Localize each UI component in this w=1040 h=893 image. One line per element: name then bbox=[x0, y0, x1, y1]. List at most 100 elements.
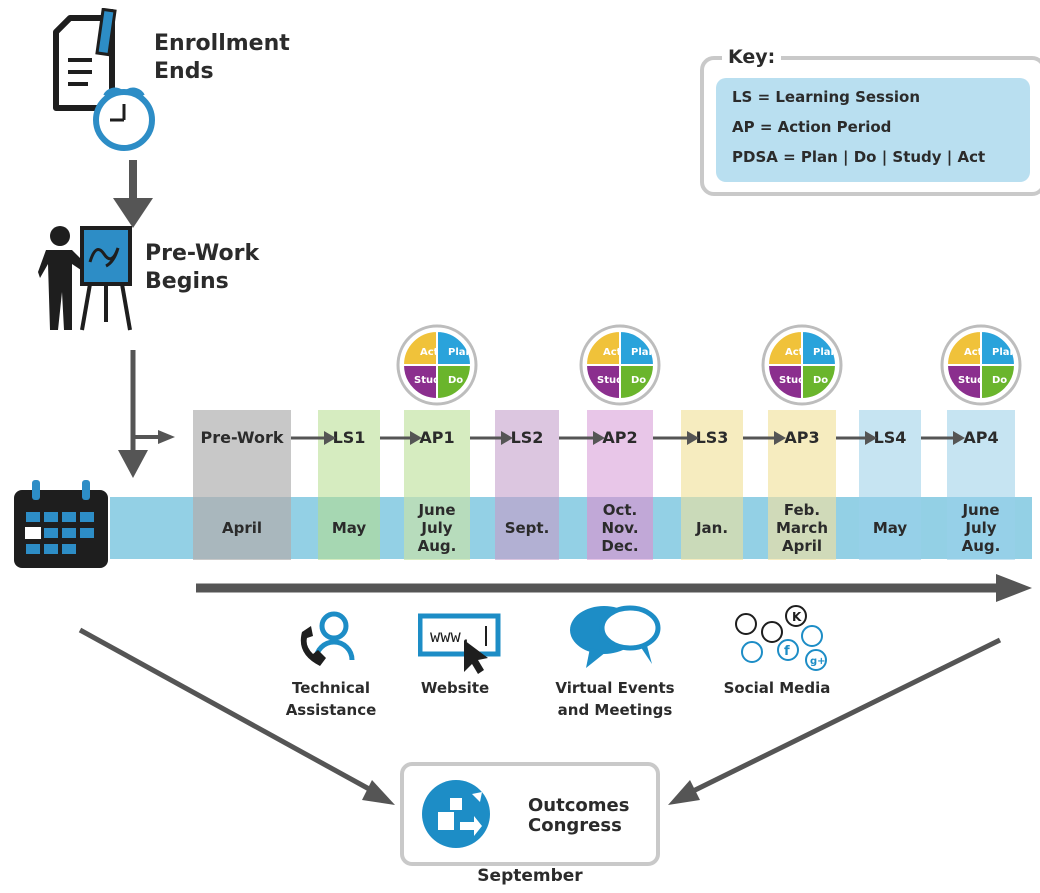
pdsa-plan-label: Plan bbox=[631, 347, 656, 358]
svg-text:K: K bbox=[792, 610, 802, 624]
timeline-months: June July Aug. bbox=[961, 501, 1001, 555]
legend-key: Key: LS = Learning Session AP = Action P… bbox=[700, 46, 1040, 196]
timeline-stage-label: LS3 bbox=[695, 428, 729, 447]
pdsa-study-label: Study bbox=[958, 375, 991, 386]
website-label: Website bbox=[420, 679, 490, 697]
pdsa-study-segment bbox=[401, 364, 438, 401]
stage-connector-arrowhead bbox=[865, 431, 877, 445]
pdsa-study-label: Study bbox=[597, 375, 630, 386]
timeline-stage-label: AP3 bbox=[784, 428, 820, 447]
outcomes-flow-icon bbox=[422, 780, 490, 848]
timeline-months: Sept. bbox=[504, 519, 550, 537]
pdsa-act-segment bbox=[584, 329, 621, 366]
pdsa-plan-label: Plan bbox=[992, 347, 1017, 358]
pdsa-plan-label: Plan bbox=[813, 347, 838, 358]
pdsa-do-segment bbox=[619, 364, 656, 401]
svg-text:f: f bbox=[784, 644, 790, 659]
pdsa-study-segment bbox=[945, 364, 982, 401]
timeline-month-cell bbox=[318, 497, 380, 559]
prework-begins-title: Pre-Work Begins bbox=[145, 241, 260, 294]
pdsa-act-segment bbox=[766, 329, 803, 366]
timeline-months: April bbox=[221, 519, 263, 537]
pdsa-study-label: Study bbox=[779, 375, 812, 386]
pdsa-do-label: Do bbox=[813, 375, 828, 386]
virtual-events-label: Virtual Events and Meetings bbox=[555, 679, 675, 719]
outcomes-month: September bbox=[477, 866, 583, 886]
timeline-months: June July Aug. bbox=[417, 501, 457, 555]
pdsa-act-label: Act bbox=[785, 347, 804, 358]
key-line-ap: AP = Action Period bbox=[732, 118, 892, 136]
technical-assistance-icon bbox=[300, 611, 355, 666]
enrollment-ends-title: Enrollment Ends bbox=[154, 31, 290, 84]
pdsa-do-label: Do bbox=[631, 375, 646, 386]
timeline-months: May bbox=[331, 519, 367, 537]
right-to-outcome-arrow bbox=[683, 637, 1002, 798]
pdsa-plan-segment bbox=[980, 329, 1017, 366]
outcomes-congress-box: Outcomes Congress bbox=[400, 762, 660, 866]
stage-connector-arrowhead bbox=[953, 431, 965, 445]
timeline-stage-label: Pre-Work bbox=[200, 428, 284, 447]
pdsa-study-label: Study bbox=[414, 375, 447, 386]
timeline-month-cell bbox=[859, 497, 921, 559]
timeline-month-cell bbox=[193, 497, 291, 559]
pdsa-do-label: Do bbox=[448, 375, 463, 386]
stage-connector-arrowhead bbox=[324, 431, 336, 445]
pdsa-act-segment bbox=[945, 329, 982, 366]
timeline-month-cell bbox=[587, 497, 653, 559]
pdsa-act-segment bbox=[401, 329, 438, 366]
technical-assistance-label: Technical Assistance bbox=[285, 679, 377, 719]
timeline-month-cell bbox=[404, 497, 470, 559]
social-media-icon: K f g+ bbox=[735, 605, 827, 671]
key-line-pdsa: PDSA = Plan | Do | Study | Act bbox=[732, 148, 986, 166]
website-icon: www. bbox=[418, 613, 501, 674]
stage-connector-arrowhead bbox=[410, 431, 422, 445]
pdsa-study-segment bbox=[766, 364, 803, 401]
timeline-month-cell bbox=[768, 497, 836, 559]
stage-connector-arrowhead bbox=[774, 431, 786, 445]
pdsa-plan-segment bbox=[619, 329, 656, 366]
timeline-stage-label: AP2 bbox=[602, 428, 638, 447]
svg-text:g+: g+ bbox=[810, 656, 826, 667]
timeline-month-cell bbox=[681, 497, 743, 559]
website-url-text: www. bbox=[430, 627, 471, 647]
timeline-stage-label: LS4 bbox=[873, 428, 907, 447]
left-to-outcome-arrow bbox=[78, 627, 382, 798]
pdsa-do-label: Do bbox=[992, 375, 1007, 386]
social-media-label: Social Media bbox=[723, 679, 831, 697]
pdsa-plan-segment bbox=[436, 329, 473, 366]
pdsa-plan-label: Plan bbox=[448, 347, 473, 358]
chat-bubbles-icon bbox=[570, 605, 661, 668]
timeline-months: Oct. Nov. Dec. bbox=[601, 501, 639, 555]
pdsa-do-segment bbox=[980, 364, 1017, 401]
timeline-stage-label: LS2 bbox=[510, 428, 544, 447]
timeline-months: Jan. bbox=[695, 519, 729, 537]
stage-connector-arrowhead bbox=[593, 431, 605, 445]
key-panel: LS = Learning Session AP = Action Period… bbox=[716, 78, 1030, 182]
timeline-month-cell bbox=[947, 497, 1015, 559]
timeline-month-cell bbox=[495, 497, 559, 559]
timeline-months: May bbox=[872, 519, 908, 537]
outcomes-congress-title: Outcomes Congress bbox=[528, 795, 630, 836]
pdsa-do-segment bbox=[436, 364, 473, 401]
key-line-ls: LS = Learning Session bbox=[732, 88, 921, 106]
stage-connector-arrowhead bbox=[687, 431, 699, 445]
timeline-stage-label: LS1 bbox=[332, 428, 366, 447]
pdsa-study-segment bbox=[584, 364, 621, 401]
timeline-stage-label: AP1 bbox=[419, 428, 455, 447]
calendar-icon bbox=[14, 480, 108, 568]
pdsa-do-segment bbox=[801, 364, 838, 401]
pdsa-act-label: Act bbox=[964, 347, 983, 358]
pdsa-plan-segment bbox=[801, 329, 838, 366]
stage-connector-arrowhead bbox=[501, 431, 513, 445]
timeline-stage-label: AP4 bbox=[963, 428, 999, 447]
timeline-months: Feb. March April bbox=[775, 501, 829, 555]
pdsa-act-label: Act bbox=[603, 347, 622, 358]
